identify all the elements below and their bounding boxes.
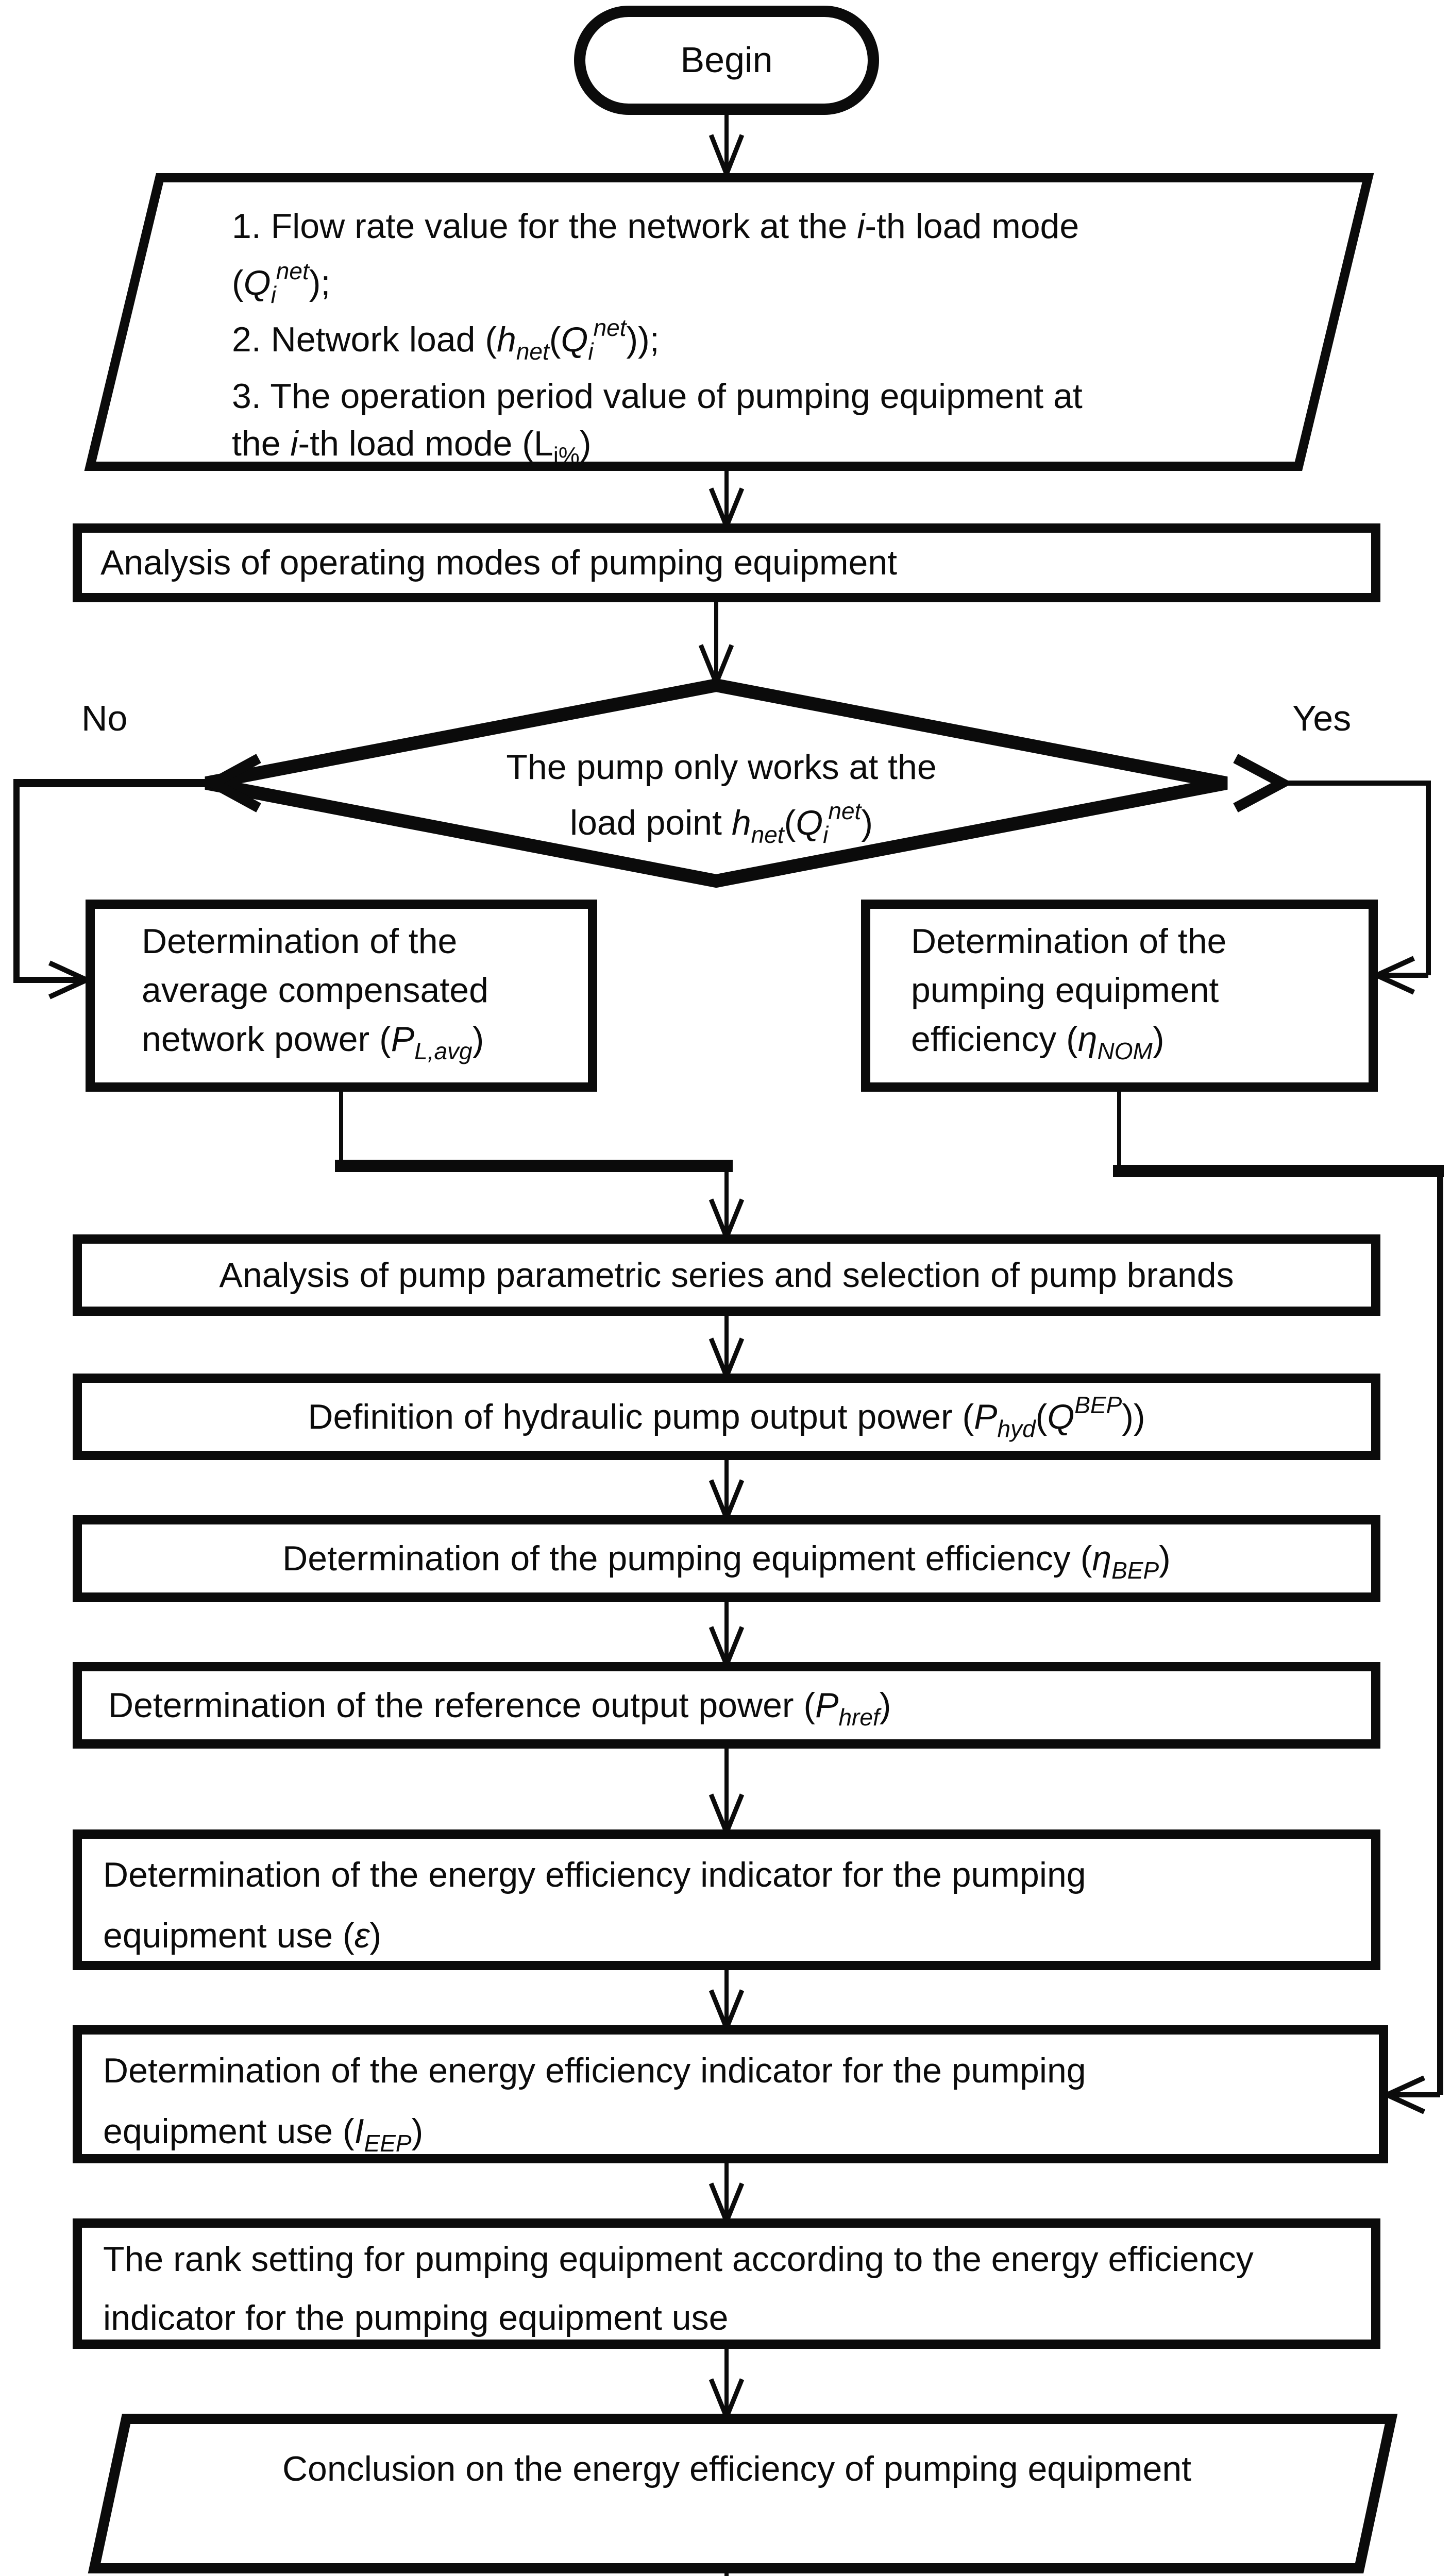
decision-line-1: The pump only works at the xyxy=(506,748,936,787)
connector-parametric-to-hyd xyxy=(708,1311,745,1383)
rank-line-1: The rank setting for pumping equipment a… xyxy=(103,2240,1254,2279)
connector-href-to-eps xyxy=(708,1744,745,1839)
process-avg-power: Determination of the average compensated… xyxy=(86,900,597,1092)
process-box-shape xyxy=(73,1662,1380,1749)
process-parametric-series: Analysis of pump parametric series and s… xyxy=(73,1234,1380,1316)
connector-rank-to-conclusion xyxy=(708,2344,745,2424)
process-rank-setting: The rank setting for pumping equipment a… xyxy=(73,2218,1380,2349)
decision-line-2: load point hnet(Qinet) xyxy=(570,798,873,848)
process-box-shape xyxy=(86,900,597,1092)
bep-eff-label: Determination of the pumping equipment e… xyxy=(282,1539,1171,1584)
process-bep-efficiency: Determination of the pumping equipment e… xyxy=(73,1515,1380,1602)
connector-begin-to-io xyxy=(708,109,745,181)
parallelogram-shape xyxy=(84,173,1374,471)
process-hydraulic-power: Definition of hydraulic pump output powe… xyxy=(73,1374,1380,1460)
io-line-2: (Qinet); xyxy=(232,258,330,308)
process-nom-efficiency: Determination of the pumping equipment e… xyxy=(861,900,1378,1092)
connector-bep-to-href xyxy=(708,1597,745,1671)
process-analysis-modes: Analysis of operating modes of pumping e… xyxy=(73,523,1380,602)
analysis-modes-label: Analysis of operating modes of pumping e… xyxy=(100,543,897,582)
begin-terminal: Begin xyxy=(574,6,879,115)
avg-power-line-1: Determination of the xyxy=(142,922,457,961)
eps-line-2: equipment use (ε) xyxy=(103,1916,381,1955)
nom-eff-line-3: efficiency (ηNOM) xyxy=(911,1020,1165,1064)
io-line-3: 2. Network load (hnet(Qinet)); xyxy=(232,314,660,365)
nom-eff-line-1: Determination of the xyxy=(911,922,1226,961)
parametric-label: Analysis of pump parametric series and s… xyxy=(219,1256,1234,1295)
process-ieep-indicator: Determination of the energy efficiency i… xyxy=(73,2025,1388,2163)
io-line-5: the i-th load mode (Li%) xyxy=(232,424,591,469)
process-box-shape xyxy=(73,1829,1380,1970)
process-box-shape xyxy=(73,1234,1380,1316)
diamond-shape xyxy=(205,678,1228,888)
connector-nom-to-ieep xyxy=(1113,1087,1444,2114)
ieep-line-2: equipment use (IEEP) xyxy=(103,2112,423,2157)
avg-power-line-3: network power (PL,avg) xyxy=(142,1020,484,1064)
process-reference-power: Determination of the reference output po… xyxy=(73,1662,1380,1749)
process-eps-indicator: Determination of the energy efficiency i… xyxy=(73,1829,1380,1970)
arrow-right-head-icon xyxy=(1233,754,1293,812)
nom-eff-line-2: pumping equipment xyxy=(911,971,1219,1010)
io-input-parallelogram: 1. Flow rate value for the network at th… xyxy=(84,173,1374,471)
connector-io-to-analysis xyxy=(708,466,745,533)
io-line-4: 3. The operation period value of pumping… xyxy=(232,377,1083,416)
connector-avg-to-parametric xyxy=(335,1087,745,1244)
process-box-shape xyxy=(73,1515,1380,1602)
connector-ieep-to-rank xyxy=(708,2159,745,2228)
connector-eps-to-ieep xyxy=(708,1965,745,2035)
hyd-power-label: Definition of hydraulic pump output powe… xyxy=(308,1392,1145,1442)
no-branch-label: No xyxy=(81,698,127,738)
process-box-shape xyxy=(861,900,1378,1092)
process-box-shape xyxy=(73,1374,1380,1460)
ieep-line-1: Determination of the energy efficiency i… xyxy=(103,2051,1086,2090)
connector-hyd-to-bep xyxy=(708,1455,745,1524)
yes-branch-label: Yes xyxy=(1292,698,1351,738)
begin-label: Begin xyxy=(680,40,772,80)
conclusion-label: Conclusion on the energy efficiency of p… xyxy=(282,2449,1191,2488)
href-power-label: Determination of the reference output po… xyxy=(108,1686,891,1731)
parallelogram-shape xyxy=(88,2414,1398,2573)
rank-line-2: indicator for the pumping equipment use xyxy=(103,2298,728,2337)
io-line-1: 1. Flow rate value for the network at th… xyxy=(232,207,1079,246)
process-box-shape xyxy=(73,2025,1388,2163)
process-box-shape xyxy=(73,2218,1380,2349)
eps-line-1: Determination of the energy efficiency i… xyxy=(103,1855,1086,1894)
avg-power-line-2: average compensated xyxy=(142,971,488,1010)
process-box-shape xyxy=(73,523,1380,602)
connector-analysis-to-decision xyxy=(698,598,734,689)
decision-diamond: The pump only works at the load point hn… xyxy=(205,678,1228,888)
conclusion-parallelogram: Conclusion on the energy efficiency of p… xyxy=(88,2414,1398,2573)
